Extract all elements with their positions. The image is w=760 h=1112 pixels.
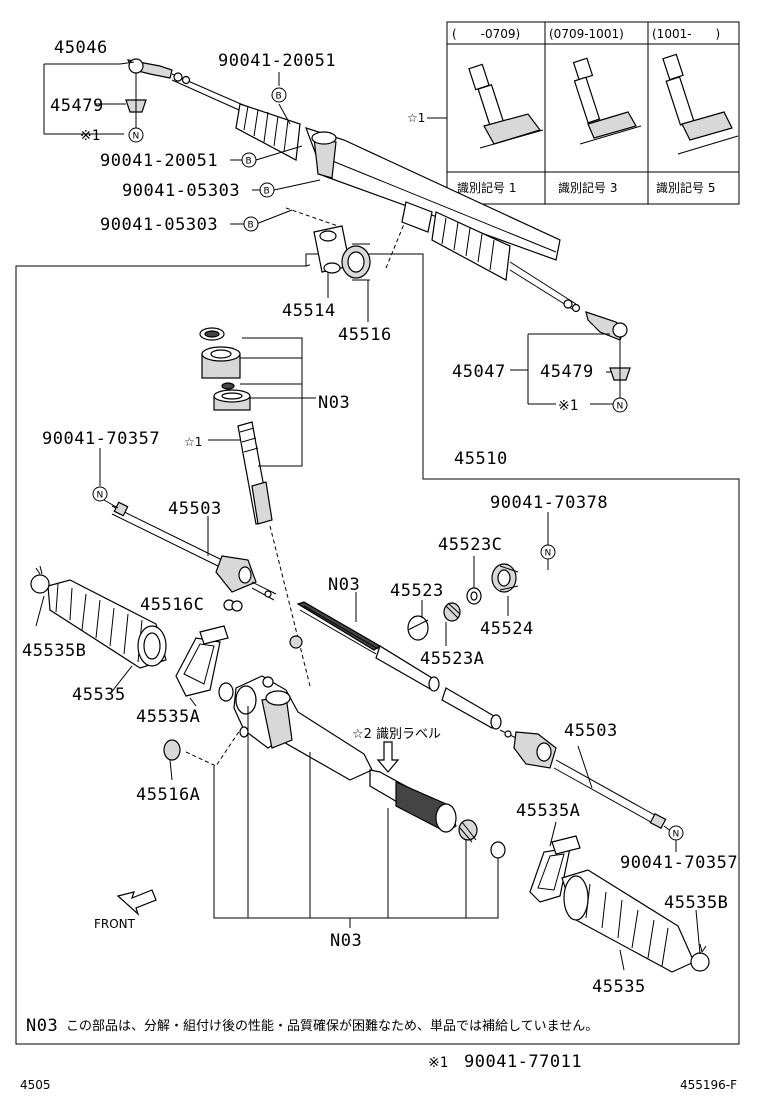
label-n03-upper: N03 [318,393,350,413]
label-45524: 45524 [480,619,534,639]
label-45046: 45046 [54,38,108,58]
spring-45523a [443,602,461,622]
label-45514: 45514 [282,301,336,321]
rack-housing-lower [233,635,506,859]
rack-guide-45523 [407,615,429,641]
upper-rack-assembly [126,58,628,356]
bracket-45514 [313,225,351,274]
label-star1-mid: ☆1 [184,435,202,449]
pinion-sketch-2 [572,57,642,145]
svg-text:N: N [617,402,624,412]
plug-45524 [491,563,519,593]
table-header-2: (0709-1001) [549,27,624,41]
footer-n03-code: N03 [26,1016,58,1036]
pinion-sketch-1 [468,63,544,149]
rack-bar [296,601,502,730]
table-row2-value-3: 識別記号 5 [656,180,715,195]
label-star2-id-label: ☆2 識別ラベル [352,727,441,742]
clamp-45535b-right [690,943,710,972]
table-row-label-1: ☆1 [407,111,425,125]
tie-rod-45503-right [499,729,667,830]
svg-text:N: N [133,132,140,142]
label-45523a: 45523A [420,649,484,669]
seal-45516a [163,739,181,761]
label-90041-70357-top: 90041-70357 [42,429,160,449]
svg-text:B: B [264,187,270,197]
marker-b-mid1: B [241,152,257,168]
table-row2-value-2: 識別記号 3 [558,180,617,195]
label-45479-right: 45479 [540,362,594,382]
marker-b-top: B [271,87,287,103]
label-45503-left: 45503 [168,499,222,519]
label-n03-bottom: N03 [330,931,362,951]
marker-n-top: N [128,127,144,143]
label-note1-top: ※1 [80,128,100,144]
marker-b-mid3: B [243,216,259,232]
label-90041-05303-a: 90041-05303 [122,181,240,201]
table-row2-value-1: 識別記号 1 [457,180,516,195]
label-45510: 45510 [454,449,508,469]
footer-note1-part: 90041-77011 [464,1052,582,1072]
label-45047: 45047 [452,362,506,382]
label-45535-right: 45535 [592,977,646,997]
label-45516c: 45516C [140,595,204,615]
label-45516a: 45516A [136,785,200,805]
label-90041-70378: 90041-70378 [490,493,608,513]
pinion-sketch-3 [662,53,739,155]
svg-text:B: B [248,221,254,231]
label-90041-70357-bottom: 90041-70357 [620,853,738,873]
boot-45535-right [561,869,695,973]
version-table: ( -0709) (0709-1001) (1001- ) ☆1 ☆2 識別記号… [407,21,740,205]
label-45479-top: 45479 [50,96,104,116]
label-45535b-left: 45535B [22,641,86,661]
label-90041-20051-top: 90041-20051 [218,51,336,71]
marker-n-70378: N [540,544,556,560]
footer-note1-mark: ※1 [428,1055,448,1071]
label-45523: 45523 [390,581,444,601]
label-90041-05303-b: 90041-05303 [100,215,218,235]
tie-rod-45503-left [111,501,277,601]
table-header-3: (1001- ) [652,27,720,41]
label-45535-left: 45535 [72,685,126,705]
table-header-1: ( -0709) [452,27,520,41]
label-front: FRONT [94,917,136,931]
clamp-band-45535a-left [175,625,229,697]
footer-left-code: 4505 [20,1078,51,1092]
clamp-band-45535a-right [529,835,581,903]
label-45503-right: 45503 [564,721,618,741]
svg-text:B: B [246,157,252,167]
label-90041-20051-mid: 90041-20051 [100,151,218,171]
bushing-45516 [341,243,371,281]
label-45535a-right: 45535A [516,801,580,821]
marker-n-left: N [92,486,108,502]
clip-45516c-b [231,600,243,612]
label-n03-rack: N03 [328,575,360,595]
label-note1-right: ※1 [558,398,578,414]
label-45535b-right: 45535B [664,893,728,913]
pinion-parts [199,327,311,687]
label-45523c: 45523C [438,535,502,555]
label-45535a-left: 45535A [136,707,200,727]
svg-text:N: N [545,549,552,559]
marker-b-mid2: B [259,182,275,198]
svg-text:B: B [276,92,282,102]
boot-45535-left [47,579,167,669]
marker-n-bottom-right: N [668,825,684,841]
ring-left [218,682,234,702]
marker-n-right: N [612,397,628,413]
washer-45523c [466,587,482,605]
svg-text:N: N [673,830,680,840]
footer-right-code: 455196-F [680,1078,737,1092]
front-arrow-icon [116,889,157,916]
footer-n03-note: この部品は、分解・組付け後の性能・品質確保が困難なため、単品では補給していません… [66,1018,598,1034]
label-45516: 45516 [338,325,392,345]
svg-text:N: N [97,491,104,501]
clamp-45535b-left [30,565,50,594]
